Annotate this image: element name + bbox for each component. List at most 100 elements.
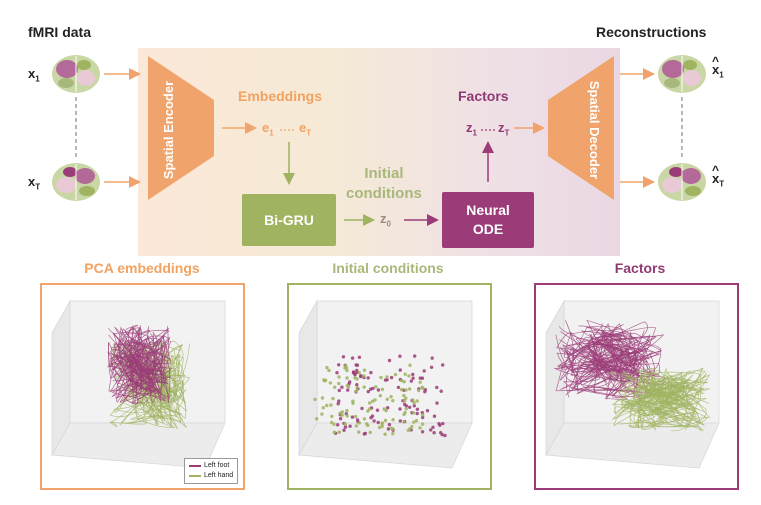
left-foot-point xyxy=(429,365,434,369)
left-hand-point xyxy=(391,431,395,436)
left-foot-point xyxy=(376,388,381,392)
left-hand-point xyxy=(404,388,408,392)
left-hand-point xyxy=(389,395,393,399)
left-hand-point xyxy=(400,379,404,383)
left-foot-point xyxy=(369,370,373,375)
left-hand-point xyxy=(322,378,326,382)
left-foot-point xyxy=(348,380,352,384)
left-hand-point xyxy=(340,413,344,417)
left-foot-point xyxy=(360,406,364,411)
left-hand-point xyxy=(403,399,407,403)
left-foot-point xyxy=(357,355,362,359)
left-hand-point xyxy=(412,400,416,405)
legend-item-left-hand: Left hand xyxy=(189,471,233,481)
spatial-decoder-shape xyxy=(548,56,614,200)
embeddings-label: Embeddings xyxy=(238,88,323,104)
left-foot-point xyxy=(415,411,419,416)
left-foot-point xyxy=(418,376,422,380)
left-hand-point xyxy=(418,426,422,430)
left-hand-trajectory xyxy=(618,372,708,427)
left-hand-point xyxy=(420,422,425,426)
left-hand-point xyxy=(337,381,341,386)
pca-embeddings-title: PCA embeddings xyxy=(84,260,200,276)
legend-item-left-foot: Left foot xyxy=(189,461,233,471)
left-hand-point xyxy=(325,365,329,370)
z0-label: z0 xyxy=(380,211,391,229)
left-foot-point xyxy=(386,406,390,410)
left-hand-point xyxy=(357,371,361,375)
brain-icon xyxy=(658,163,706,201)
left-hand-point xyxy=(362,417,367,421)
left-foot-point xyxy=(398,354,402,358)
reconstructions-title: Reconstructions xyxy=(596,24,707,40)
left-foot-point xyxy=(403,402,407,407)
left-hand-point xyxy=(333,385,337,389)
input-x1-label: x1 xyxy=(28,66,40,84)
left-foot-trajectory xyxy=(560,331,662,398)
left-hand-point xyxy=(408,363,412,367)
left-hand-point xyxy=(385,375,389,379)
neural-ode-box: Neural ODE xyxy=(442,192,534,248)
left-foot-point xyxy=(423,390,427,394)
left-foot-point xyxy=(359,374,363,378)
left-foot-point xyxy=(350,356,355,360)
left-foot-point xyxy=(385,378,389,382)
output-xT-label: ^ xT xyxy=(712,163,725,189)
left-foot-point xyxy=(413,354,417,358)
left-hand-point xyxy=(407,387,412,391)
left-hand-point xyxy=(393,372,398,377)
left-hand-trajectory xyxy=(613,369,704,431)
brain-icon xyxy=(52,163,100,201)
cube-floor-face xyxy=(298,422,473,469)
left-hand-trajectory xyxy=(611,369,699,431)
left-hand-point xyxy=(330,420,334,425)
bi-gru-box: Bi-GRU xyxy=(242,194,336,246)
left-foot-point xyxy=(441,363,445,367)
left-hand-point xyxy=(420,385,424,389)
left-hand-point xyxy=(337,375,341,379)
left-foot-point xyxy=(387,358,392,363)
left-foot-point xyxy=(369,416,373,420)
pca-embeddings-panel xyxy=(40,283,245,490)
left-foot-point xyxy=(431,425,435,429)
left-hand-point xyxy=(354,414,358,419)
left-foot-point xyxy=(420,430,425,434)
initial-conditions-label: Initial conditions xyxy=(346,165,422,202)
left-hand-point xyxy=(365,422,369,426)
left-foot-point xyxy=(355,418,360,422)
left-hand-point xyxy=(403,372,407,376)
left-foot-trajectory xyxy=(107,326,165,395)
left-hand-point xyxy=(402,393,406,398)
left-hand-point xyxy=(327,368,331,373)
spatial-encoder-shape xyxy=(148,56,214,200)
left-hand-point xyxy=(383,418,388,423)
left-foot-point xyxy=(389,375,394,380)
left-hand-point xyxy=(357,421,362,425)
left-hand-point xyxy=(351,401,355,405)
left-hand-point xyxy=(345,409,349,413)
left-hand-point xyxy=(415,399,419,403)
left-hand-point xyxy=(383,432,387,436)
left-hand-point xyxy=(345,368,349,373)
left-foot-point xyxy=(346,388,350,392)
left-hand-point xyxy=(320,396,325,400)
left-hand-point xyxy=(379,375,383,380)
left-hand-point xyxy=(403,410,407,415)
pipeline-background xyxy=(138,48,620,256)
left-foot-point xyxy=(337,388,341,393)
left-foot-point xyxy=(412,404,416,408)
factors-panel xyxy=(534,283,739,490)
left-foot-point xyxy=(396,385,401,390)
left-foot-point xyxy=(408,405,412,409)
left-foot-point xyxy=(422,369,426,373)
left-foot-point xyxy=(337,363,341,367)
left-hand-point xyxy=(418,380,422,384)
left-hand-point xyxy=(313,397,317,402)
left-hand-point xyxy=(315,417,319,421)
left-foot-point xyxy=(398,407,402,411)
left-hand-point xyxy=(373,398,377,402)
left-foot-point xyxy=(439,389,443,393)
left-hand-point xyxy=(368,430,372,435)
left-foot-point xyxy=(411,376,415,380)
